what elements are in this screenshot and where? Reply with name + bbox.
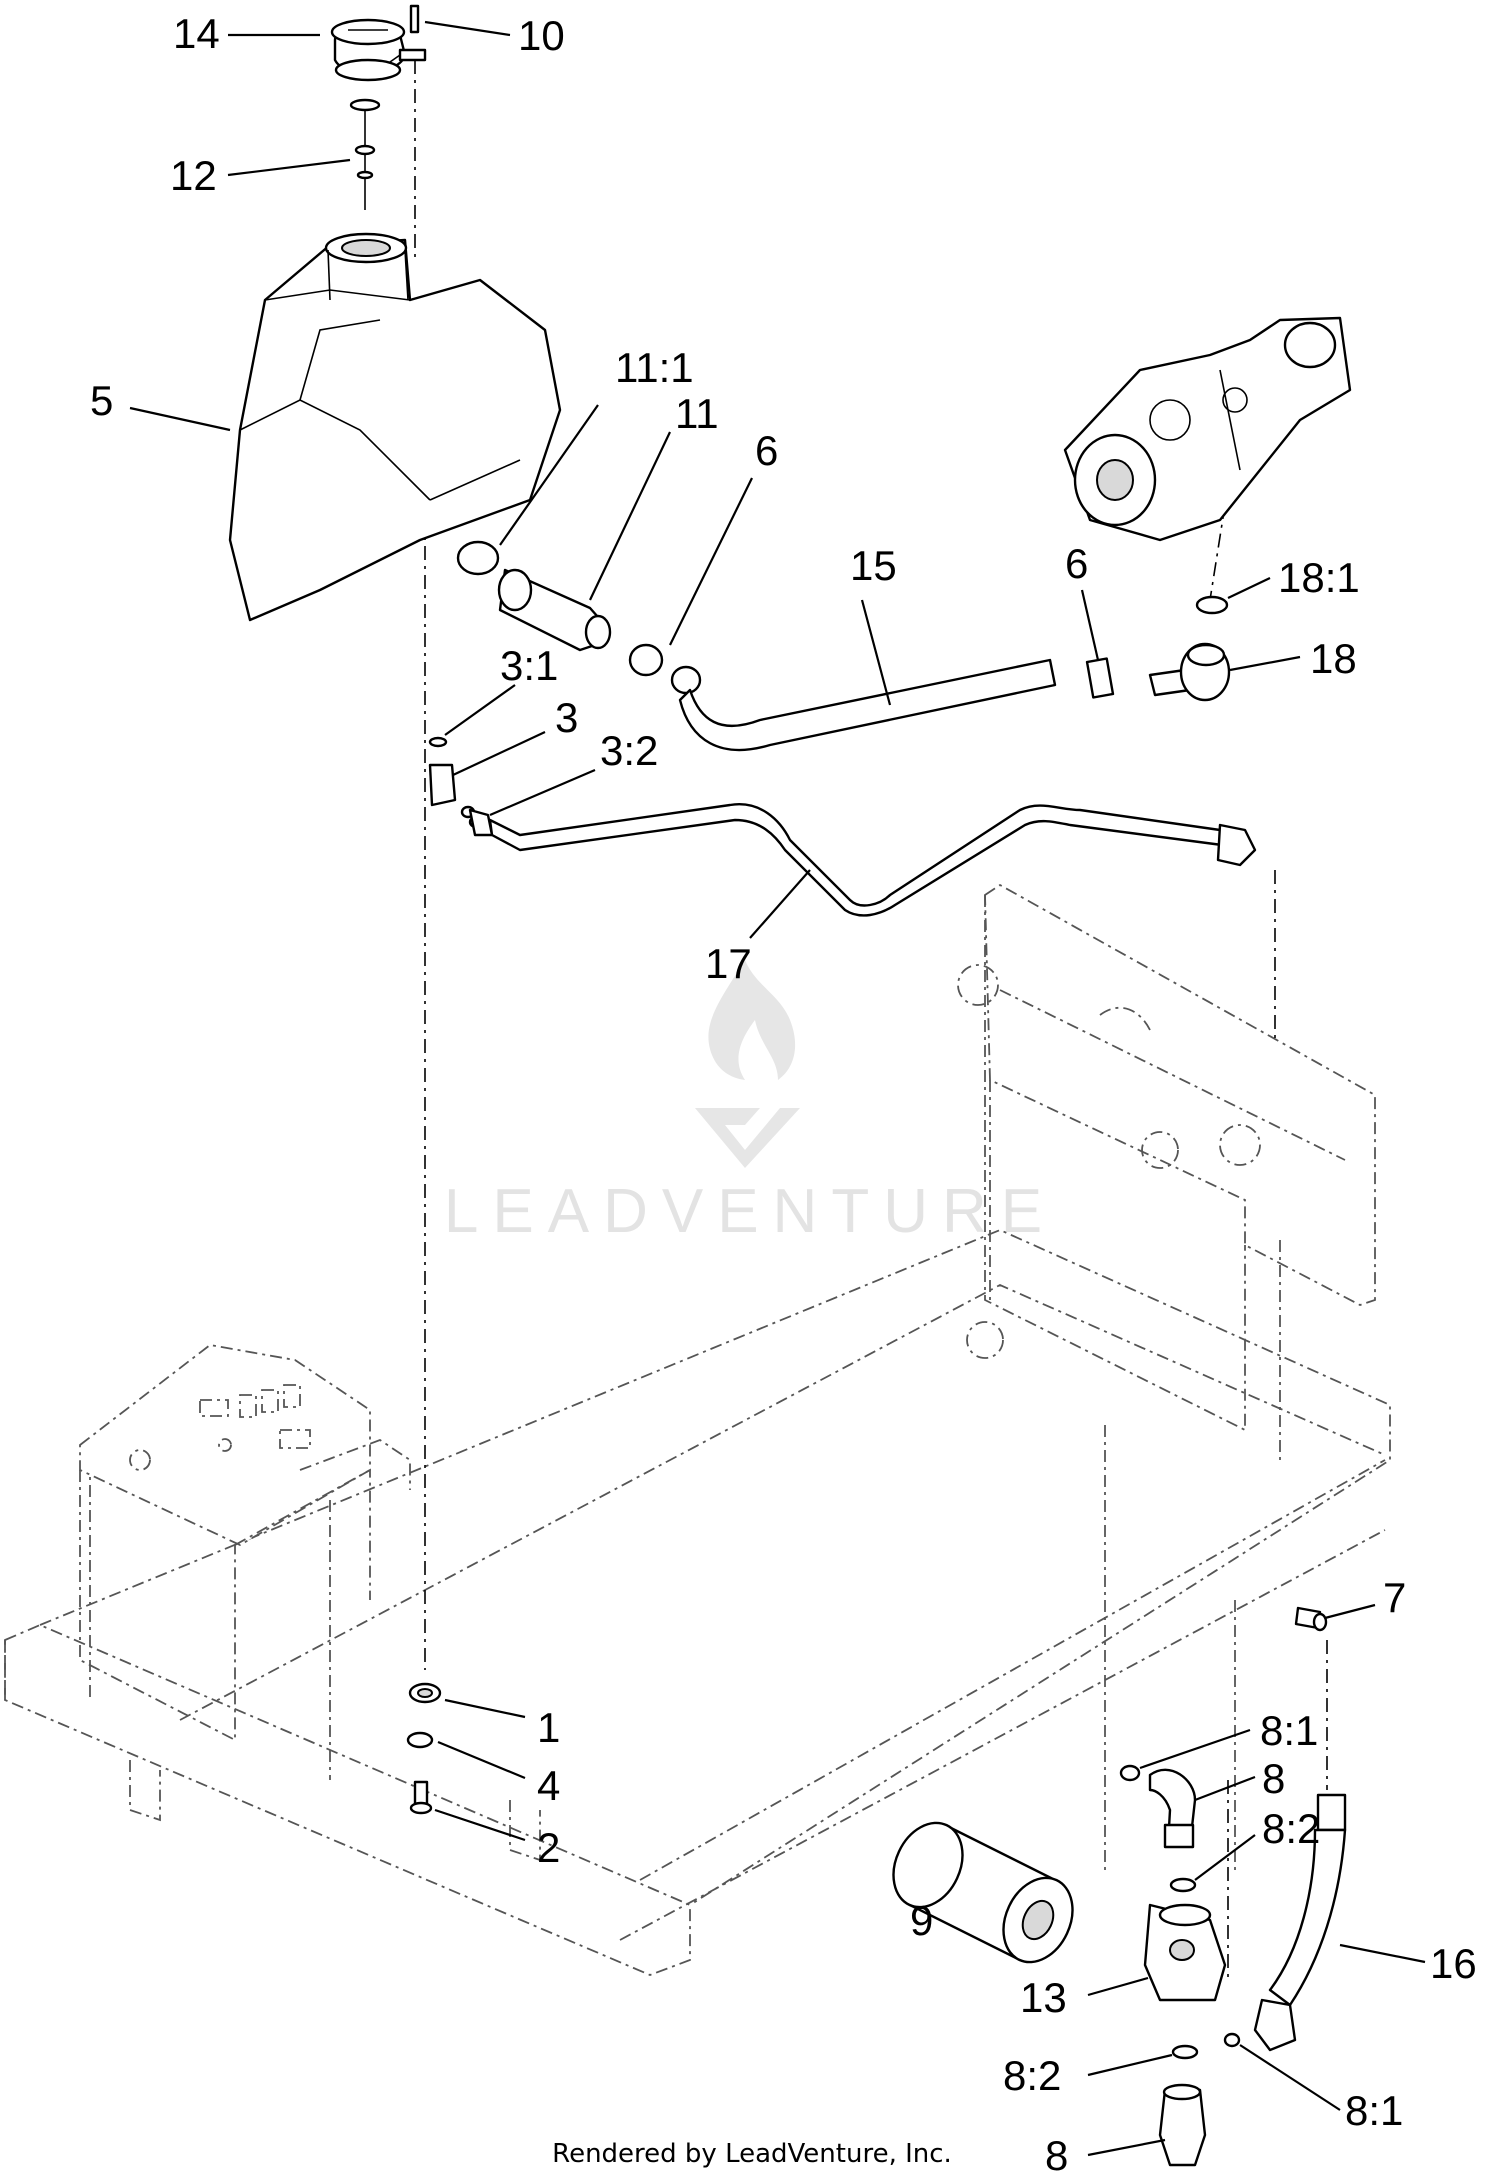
- callout-5: 5: [90, 377, 113, 424]
- part-17-tube: [488, 803, 1257, 917]
- callout-15: 15: [850, 542, 897, 589]
- part-15-hose: [678, 658, 1057, 752]
- alignment-lines: [414, 60, 1328, 1980]
- callout-9: 9: [910, 1897, 933, 1944]
- part-8-elbow-upper: [1119, 1764, 1197, 1893]
- callout-4: 4: [537, 1762, 560, 1809]
- callout-6-left: 6: [755, 427, 778, 474]
- part-4-washer: [406, 1731, 434, 1749]
- part-13-filter-head: [1143, 1903, 1227, 2002]
- callout-18: 18: [1310, 635, 1357, 682]
- callout-labels: 14 10 12 5 11:1 11 6 15 6 18:1 18 3:1 3 …: [90, 10, 1477, 2177]
- callout-18-1: 18:1: [1278, 554, 1360, 601]
- part-5-fuel-tank: [228, 232, 562, 622]
- part-18-elbow-fitting: [1148, 595, 1231, 702]
- part-6-clamp: [1085, 657, 1115, 699]
- callout-6-right: 6: [1065, 540, 1088, 587]
- callout-16: 16: [1430, 1940, 1477, 1987]
- callout-1: 1: [537, 1704, 560, 1751]
- callout-11: 11: [675, 390, 719, 437]
- part-10-screw: [389, 4, 427, 63]
- callout-7: 7: [1383, 1574, 1406, 1621]
- callout-8-2-lower: 8:2: [1003, 2052, 1061, 2099]
- watermark: LEADVENTURE: [444, 960, 1056, 1246]
- callout-17: 17: [705, 940, 752, 987]
- part-2-bolt: [409, 1780, 433, 1815]
- footer-credit: Rendered by LeadVenture, Inc.: [552, 2139, 952, 2169]
- flame-v-logo-icon: [695, 960, 800, 1168]
- callout-3-2: 3:2: [600, 727, 658, 774]
- part-12-strainer: [349, 98, 381, 210]
- callout-12: 12: [170, 152, 217, 199]
- hydraulic-pump: [1063, 316, 1352, 542]
- callout-3: 3: [555, 694, 578, 741]
- callout-14: 14: [173, 10, 220, 57]
- callout-10: 10: [518, 12, 565, 59]
- part-8-elbow-lower: [1158, 2032, 1241, 2167]
- callout-8-1-upper: 8:1: [1260, 1707, 1318, 1754]
- callout-13: 13: [1020, 1974, 1067, 2021]
- part-7-bolt: [1294, 1606, 1328, 1632]
- part-14-tank-cap: [330, 18, 407, 82]
- part-11-fill-tube: [456, 540, 702, 695]
- part-3-fitting: [428, 736, 494, 837]
- callout-11-1: 11:1: [615, 344, 694, 391]
- watermark-brand: LEADVENTURE: [444, 1177, 1056, 1246]
- callout-8-2-upper: 8:2: [1262, 1805, 1320, 1852]
- frame-phantom: [4, 883, 1391, 1976]
- callout-8-lower: 8: [1045, 2132, 1068, 2177]
- leader-lines: [129, 20, 1426, 2157]
- part-9-filter: [892, 1821, 1074, 1964]
- callout-8-upper: 8: [1262, 1755, 1285, 1802]
- part-16-hose: [1253, 1793, 1347, 2052]
- callout-2: 2: [537, 1824, 560, 1871]
- part-1-grommet: [408, 1682, 442, 1704]
- callout-3-1: 3:1: [500, 642, 558, 689]
- callout-8-1-lower: 8:1: [1345, 2087, 1403, 2134]
